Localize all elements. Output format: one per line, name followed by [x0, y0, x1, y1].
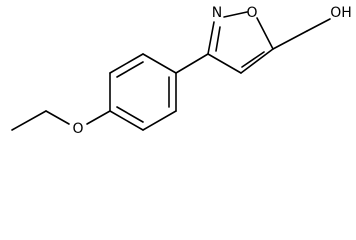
bond-c5-c4 — [240, 48, 274, 74]
bond-c3-phenyl — [175, 53, 209, 74]
bond-c3-n-inner — [215, 26, 221, 52]
ethoxy-group — [11, 110, 111, 131]
atom-label-ring-oxygen: O — [246, 5, 257, 21]
atom-label-ring-nitrogen: N — [212, 5, 222, 21]
bond-ch2-oh — [306, 18, 331, 32]
bond-c5-ch2 — [272, 30, 308, 50]
bond-ph-c5-c6 — [142, 110, 177, 131]
bond-n-o — [223, 11, 248, 18]
atom-label-hydroxyl: OH — [330, 5, 352, 21]
bond-ch2-ch3 — [11, 110, 47, 131]
bond-ph-c2-c3 — [109, 53, 144, 74]
bond-c4-c3 — [207, 53, 242, 74]
bond-c5-c4-inner — [241, 51, 265, 68]
bond-c3-n — [207, 21, 215, 55]
bond-ph-inner-b — [116, 106, 144, 123]
atom-label-ether-oxygen: O — [72, 121, 83, 137]
bond-o-ch2 — [45, 110, 70, 125]
bond-o-c5 — [256, 17, 274, 50]
hydroxymethyl-group — [272, 18, 331, 50]
bond-ph-c4-c5 — [109, 110, 144, 131]
bond-ph-inner-a — [116, 61, 144, 78]
bond-phenyl-o — [86, 110, 111, 125]
isoxazole-ring — [207, 11, 274, 74]
chemical-structure: N O OH O — [11, 5, 352, 137]
phenyl-ring — [109, 53, 209, 131]
bond-ph-c1-c2 — [142, 53, 177, 74]
